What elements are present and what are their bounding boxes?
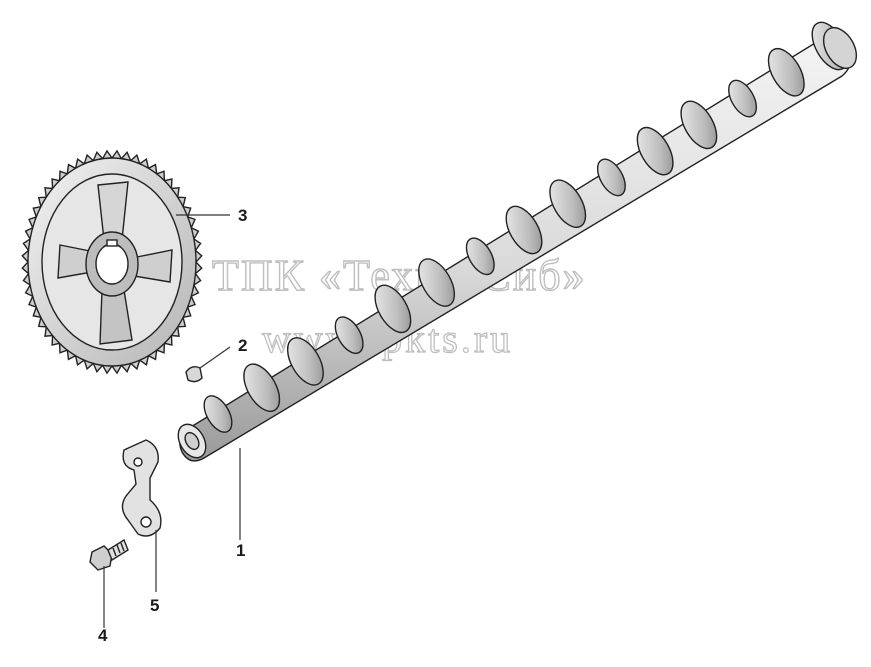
woodruff-key [185,365,203,383]
camshaft-lobe [374,284,412,334]
camshaft-lobe [203,395,233,433]
leader-lines [103,214,241,628]
camshaft-lobe [636,126,674,176]
bolt [89,538,129,571]
camshaft-lobe [505,205,543,255]
camshaft-lobe [728,79,758,118]
camshaft-lobe [596,158,626,197]
camshaft-lobe [549,179,587,228]
camshaft-lobe [286,337,324,386]
camshaft-lobe [767,48,805,97]
callout-label-5: 5 [150,596,159,615]
camshaft [177,21,858,462]
camshaft-lobe [243,363,281,412]
camshaft-lobe [418,258,456,307]
camshaft-lobe [680,100,718,150]
camshaft-lobe [334,316,364,355]
callout-label-1: 1 [236,541,245,560]
camshaft-gear [21,149,203,375]
callout-label-3: 3 [238,206,247,225]
camshaft-lobe [465,237,495,276]
callout-label-2: 2 [238,336,247,355]
thrust-plate [121,439,162,537]
callout-label-4: 4 [98,626,108,645]
